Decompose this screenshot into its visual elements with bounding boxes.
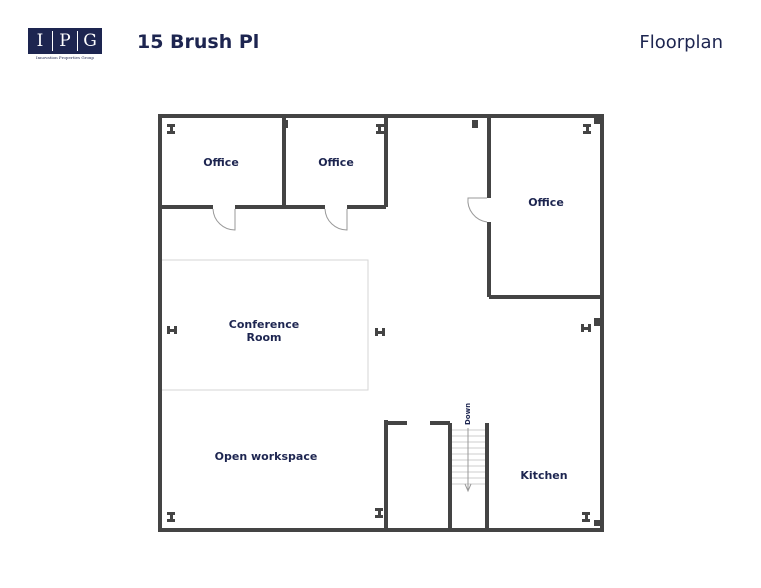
stairs: [452, 428, 485, 493]
property-address: 15 Brush Pl: [137, 31, 260, 53]
room-label-kitchen: Kitchen: [520, 469, 567, 482]
company-logo: I P G: [28, 28, 102, 54]
logo-subtitle: Innovation Properties Group: [35, 55, 94, 60]
columns: [167, 118, 600, 526]
room-label-office: Office: [528, 196, 564, 209]
page-label: Floorplan: [639, 32, 723, 53]
room-label-conference: Conference: [229, 318, 299, 331]
logo-letter: I: [28, 31, 53, 51]
room-label-office: Office: [203, 156, 239, 169]
doors: [212, 197, 488, 231]
logo-letter: P: [53, 31, 78, 51]
room-label-conference: Room: [246, 331, 281, 344]
stairs-label: Down: [464, 403, 472, 425]
room-label-office: Office: [318, 156, 354, 169]
logo-letter: G: [83, 31, 97, 51]
walls: [158, 114, 604, 532]
room-label-open-workspace: Open workspace: [215, 450, 318, 463]
